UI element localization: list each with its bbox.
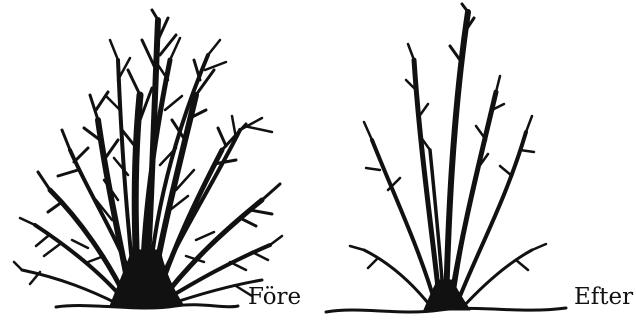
before-label: Före (248, 286, 301, 309)
shrub-before-pruning (14, 10, 282, 308)
after-label: Efter (574, 286, 633, 309)
shrub-after-pruning (326, 4, 566, 312)
